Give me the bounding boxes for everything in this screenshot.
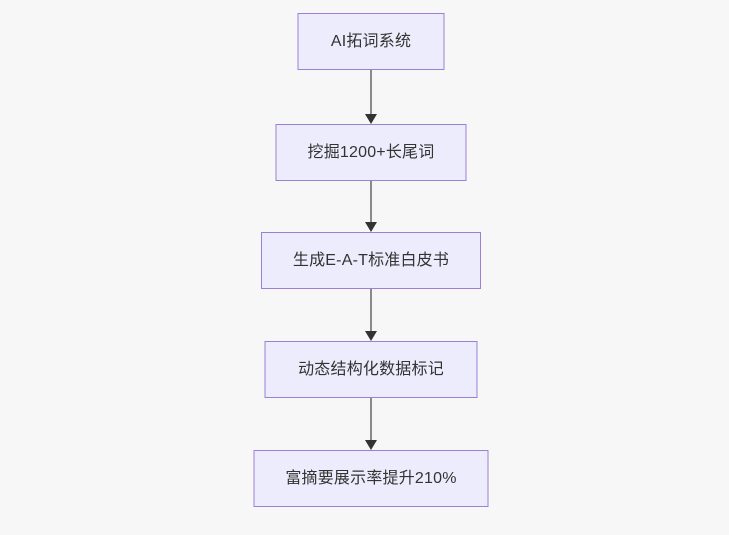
- connector-line: [370, 70, 372, 114]
- connector-node2-to-node3: [364, 181, 378, 232]
- flow-node-dynamic-structured-data-markup[interactable]: 动态结构化数据标记: [264, 341, 478, 398]
- arrowhead-icon: [365, 331, 377, 341]
- arrowhead-icon: [365, 114, 377, 124]
- flow-node-ai-keyword-system[interactable]: AI拓词系统: [297, 13, 445, 70]
- connector-node3-to-node4: [364, 289, 378, 341]
- arrowhead-icon: [365, 440, 377, 450]
- connector-line: [370, 289, 372, 331]
- flow-node-mine-longtail-keywords[interactable]: 挖掘1200+长尾词: [275, 124, 467, 181]
- arrowhead-icon: [365, 222, 377, 232]
- connector-node4-to-node5: [364, 398, 378, 450]
- connector-line: [370, 398, 372, 440]
- connector-node1-to-node2: [364, 70, 378, 124]
- connector-line: [370, 181, 372, 222]
- flow-node-generate-eat-whitepaper[interactable]: 生成E-A-T标准白皮书: [261, 232, 481, 289]
- flow-node-rich-snippet-impression-lift[interactable]: 富摘要展示率提升210%: [253, 450, 489, 507]
